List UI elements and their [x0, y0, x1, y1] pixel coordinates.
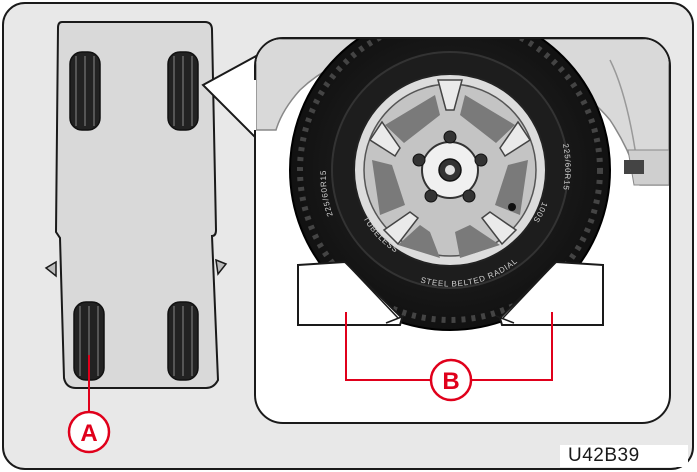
detail-panel: TUBELESS STEEL BELTED RADIAL 225/60R15 2… — [201, 37, 671, 424]
callout-a-circle — [67, 410, 111, 454]
tire-front-left — [69, 51, 101, 131]
left-mirror — [44, 260, 57, 278]
figure-reference-code: U42B39 — [560, 445, 688, 467]
rim-spokes — [368, 79, 532, 246]
sidewall-size-right: 225/60R15 — [561, 143, 572, 192]
right-mirror — [215, 258, 228, 276]
lug-nuts — [412, 130, 488, 203]
callout-b: B — [345, 312, 553, 402]
wheel-chock-right — [495, 260, 604, 326]
callout-a-label: A — [80, 420, 97, 447]
wheel-chock-left — [297, 260, 405, 326]
callout-b-label: B — [442, 368, 459, 395]
detail-tire: TUBELESS STEEL BELTED RADIAL 225/60R15 2… — [289, 39, 611, 331]
rim-windows — [372, 95, 528, 258]
tire-front-right — [167, 51, 199, 131]
callout-b-bracket — [345, 312, 553, 381]
tire-rear-right — [167, 301, 199, 381]
svg-text:225/60R15: 225/60R15 — [561, 143, 572, 192]
callout-b-circle — [429, 358, 473, 402]
vehicle-top-view — [44, 21, 228, 389]
callout-a: A — [67, 355, 111, 454]
